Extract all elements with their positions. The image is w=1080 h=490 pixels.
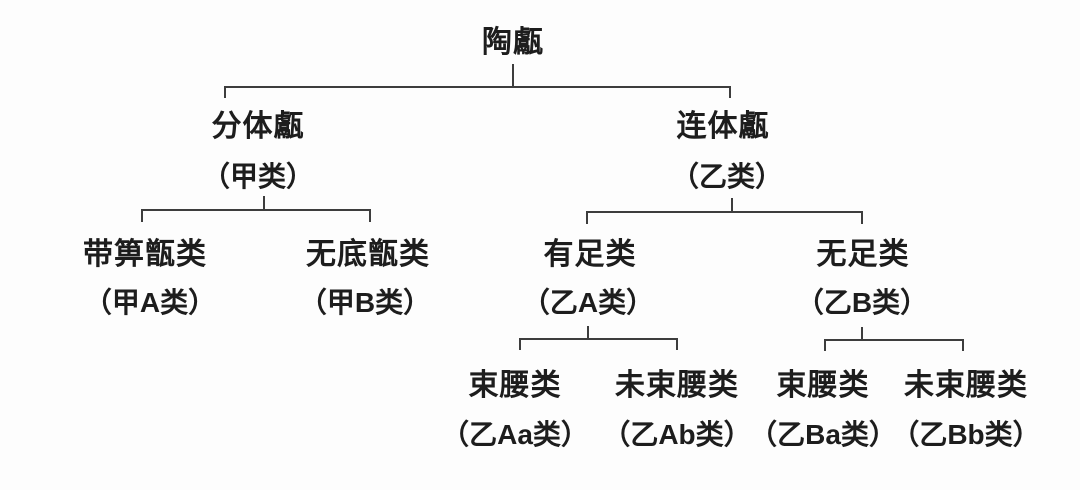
node-shuyao-a-label: 束腰类 [468, 369, 562, 402]
bracket-yia [519, 338, 678, 350]
node-shuyao-b-label: 束腰类 [776, 369, 870, 402]
node-lianti-code: （乙类） [670, 161, 784, 192]
node-youzu-code: （乙A类） [521, 287, 655, 318]
bracket-yi [586, 211, 863, 224]
node-weishuyao-b-code: （乙Bb类） [891, 419, 1041, 450]
bracket-yib [824, 339, 964, 351]
node-root-label: 陶甗 [482, 26, 544, 59]
node-weishuyao-b-label: 未束腰类 [904, 369, 1028, 402]
node-daibi-zeng-code: （甲A类） [83, 287, 217, 318]
node-youzu-label: 有足类 [543, 238, 637, 271]
node-wuzu-code: （乙B类） [795, 287, 929, 318]
node-daibi-zeng-label: 带箅甑类 [83, 238, 207, 271]
node-weishuyao-a-label: 未束腰类 [615, 369, 739, 402]
bracket-jia [141, 209, 371, 222]
node-shuyao-a-code: （乙Aa类） [441, 419, 589, 450]
node-fenti-label: 分体甗 [211, 110, 305, 143]
node-weishuyao-a-code: （乙Ab类） [602, 419, 752, 450]
node-wudi-zeng-label: 无底甑类 [306, 238, 430, 271]
bracket-level1 [224, 86, 731, 98]
node-wuzu-label: 无足类 [816, 238, 910, 271]
node-wudi-zeng-code: （甲B类） [298, 287, 432, 318]
node-shuyao-b-code: （乙Ba类） [749, 419, 897, 450]
node-fenti-code: （甲类） [201, 161, 315, 192]
node-lianti-label: 连体甗 [676, 110, 770, 143]
